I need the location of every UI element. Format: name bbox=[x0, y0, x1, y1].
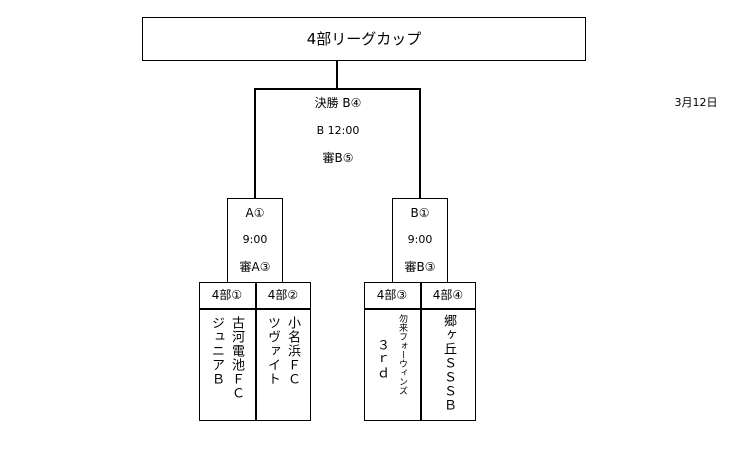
semi-left-box bbox=[227, 198, 283, 283]
semi-right-court: B① bbox=[410, 206, 430, 220]
semi-right-time: 9:00 bbox=[407, 233, 433, 246]
team-name-line: 古河電池ＦＣ bbox=[229, 316, 244, 400]
team-group-right-divider bbox=[420, 282, 422, 421]
team-name-line: 郷ヶ丘ＳＳＳＢ bbox=[441, 314, 456, 412]
team-name-line: 勿来フォーウィンズ bbox=[397, 314, 407, 395]
final-referee: 審B⑤ bbox=[322, 151, 354, 165]
team-group-left-divider bbox=[255, 282, 257, 421]
team-seed: 4部① bbox=[211, 288, 243, 302]
team-name-line: ツヴァイト bbox=[265, 316, 280, 386]
connector-final-horizontal bbox=[254, 88, 421, 90]
semi-left-time: 9:00 bbox=[242, 233, 268, 246]
bracket-title: 4部リーグカップ bbox=[306, 30, 422, 48]
connector-final-left bbox=[254, 88, 256, 199]
team-group-left-header-line bbox=[199, 308, 311, 310]
team-seed: 4部③ bbox=[376, 288, 408, 302]
semi-left-referee: 審A③ bbox=[239, 260, 271, 274]
semi-left-court: A① bbox=[245, 206, 265, 220]
team-name-line: 小名浜ＦＣ bbox=[285, 316, 300, 386]
team-seed: 4部② bbox=[267, 288, 299, 302]
connector-final-right bbox=[419, 88, 421, 199]
match-date: 3月12日 bbox=[674, 96, 718, 109]
final-time: B 12:00 bbox=[316, 124, 360, 137]
team-name-line: ジュニアＢ bbox=[209, 316, 224, 386]
final-label: 決勝 B④ bbox=[314, 96, 362, 110]
title-box bbox=[142, 17, 586, 61]
connector-title-final bbox=[336, 61, 338, 89]
team-name-line: ３ｒｄ bbox=[374, 338, 389, 380]
team-group-right-header-line bbox=[364, 308, 476, 310]
semi-right-referee: 審B③ bbox=[404, 260, 436, 274]
team-seed: 4部④ bbox=[432, 288, 464, 302]
